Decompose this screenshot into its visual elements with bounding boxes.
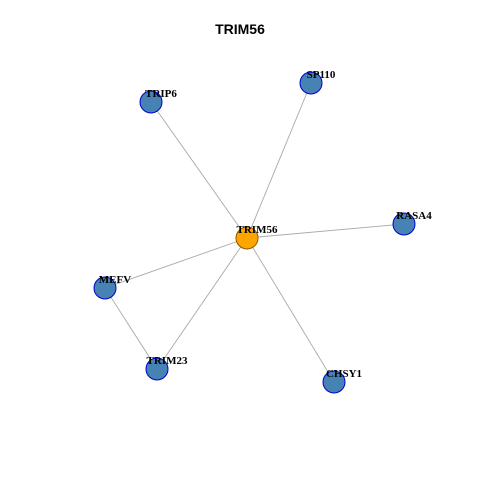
node-circle-trip6 (139, 90, 163, 114)
node-label-sp110: SP110 (307, 69, 336, 81)
node-circle-trim23 (145, 357, 169, 381)
node-label-mefv: MEFV (99, 274, 131, 286)
edges-layer (104, 82, 405, 383)
edge-mefv-trim23 (104, 287, 158, 370)
node-trip6: TRIP6 (139, 88, 177, 114)
node-circle-sp110 (299, 71, 323, 95)
node-label-trim23: TRIM23 (147, 355, 188, 367)
node-trim56: TRIM56 (235, 224, 278, 250)
edge-trim56-chsy1 (246, 237, 335, 383)
edge-trim56-trip6 (150, 101, 248, 239)
node-circle-rasa4 (392, 212, 416, 236)
node-circle-chsy1 (322, 370, 346, 394)
edge-trim56-trim23 (156, 237, 248, 370)
node-label-trip6: TRIP6 (145, 88, 177, 100)
node-circle-trim56 (235, 226, 259, 250)
edge-trim56-sp110 (246, 82, 312, 239)
node-label-rasa4: RASA4 (396, 210, 432, 222)
node-trim23: TRIM23 (145, 355, 188, 381)
node-mefv: MEFV (93, 274, 131, 300)
diagram-title: TRIM56 (215, 21, 265, 37)
edge-trim56-mefv (104, 237, 248, 289)
edge-trim56-rasa4 (246, 223, 405, 239)
node-sp110: SP110 (299, 69, 336, 95)
node-label-trim56: TRIM56 (237, 224, 278, 236)
node-rasa4: RASA4 (392, 210, 432, 236)
node-circle-mefv (93, 276, 117, 300)
node-label-chsy1: CHSY1 (326, 368, 362, 380)
node-chsy1: CHSY1 (322, 368, 362, 394)
